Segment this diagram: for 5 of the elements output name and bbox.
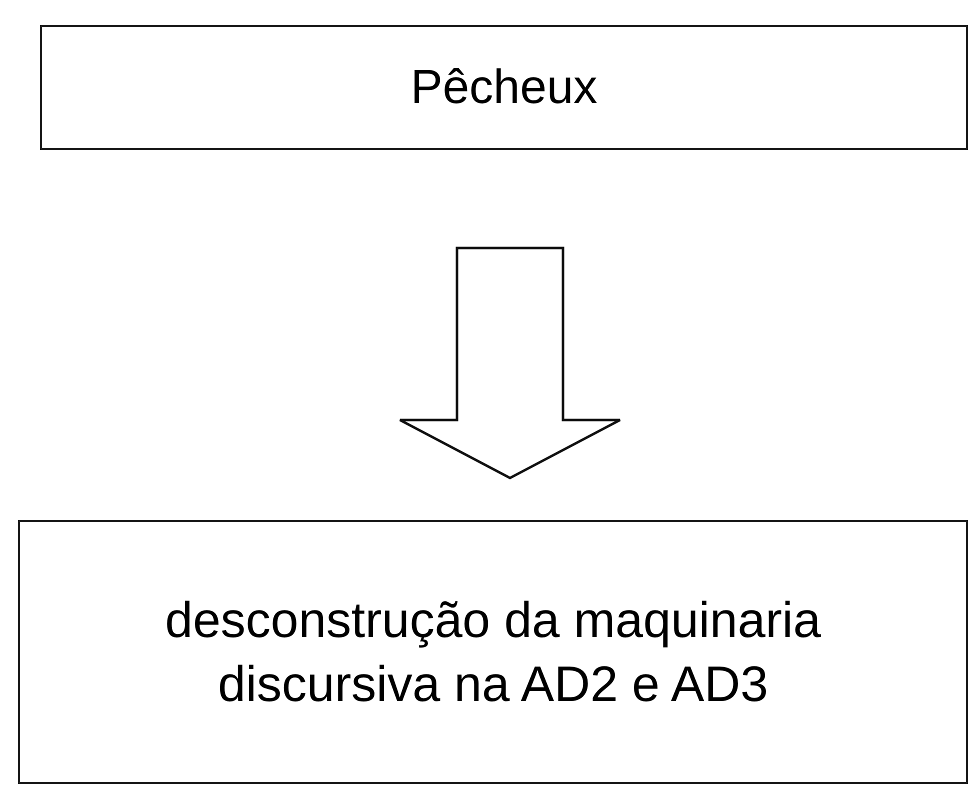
text-box xyxy=(18,520,968,784)
block-arrow xyxy=(398,246,622,480)
box-label: Pêcheux xyxy=(410,60,598,116)
text-box xyxy=(40,25,968,150)
box-label: desconstrução da maquinaria discursiva na AD2 e AD3 xyxy=(164,591,822,714)
